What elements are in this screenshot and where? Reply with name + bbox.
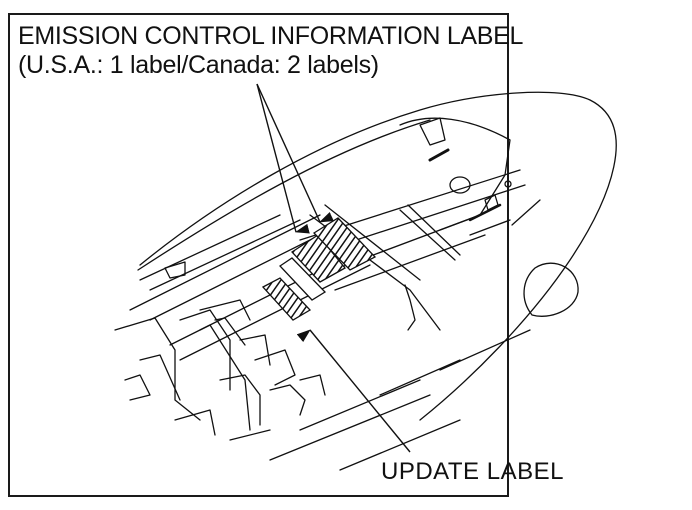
emission-label-1 [290, 234, 346, 283]
update-arrow [296, 329, 411, 453]
emission-label-subtitle: (U.S.A.: 1 label/Canada: 2 labels) [18, 51, 379, 79]
emission-arrow-1 [256, 83, 310, 234]
seat-shell-outline [139, 91, 617, 421]
update-label-callout: UPDATE LABEL [381, 458, 564, 485]
emission-label-2 [312, 217, 377, 271]
emission-label-title: EMISSION CONTROL INFORMATION LABEL [18, 22, 524, 50]
emission-arrow-2 [256, 83, 334, 223]
update-label-shape [261, 277, 312, 321]
emission-control-labels [278, 217, 377, 301]
diagram-frame [8, 13, 509, 497]
